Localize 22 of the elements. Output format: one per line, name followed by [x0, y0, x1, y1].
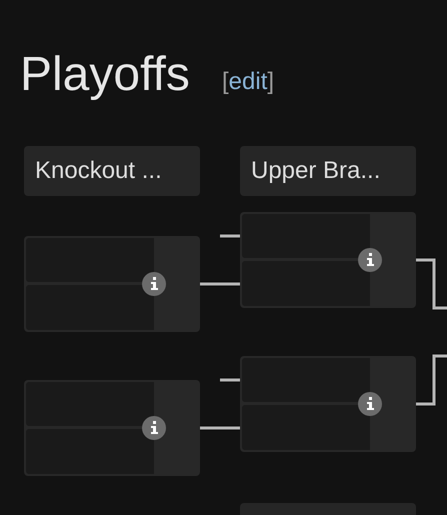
page-title: Playoffs	[20, 47, 190, 103]
connector-line	[416, 354, 447, 406]
round-header: Knockout ...	[24, 146, 200, 196]
team-slot	[26, 429, 154, 474]
team-slot	[242, 358, 370, 402]
team-slot	[26, 382, 154, 426]
team-slot	[242, 405, 370, 450]
team-slot	[26, 238, 154, 282]
match-box	[24, 380, 200, 476]
connector-line	[220, 378, 240, 382]
connector-line	[416, 258, 447, 310]
connector-line	[220, 234, 240, 238]
team-slot	[26, 285, 154, 330]
match-box	[240, 212, 416, 308]
team-slot	[242, 261, 370, 306]
edit-link: [edit]	[222, 68, 274, 96]
connector-line	[200, 282, 240, 286]
connector-line	[200, 426, 240, 430]
match-box	[240, 356, 416, 452]
round-header: Upper Bra...	[240, 146, 416, 196]
match-box	[24, 236, 200, 332]
team-slot	[242, 214, 370, 258]
